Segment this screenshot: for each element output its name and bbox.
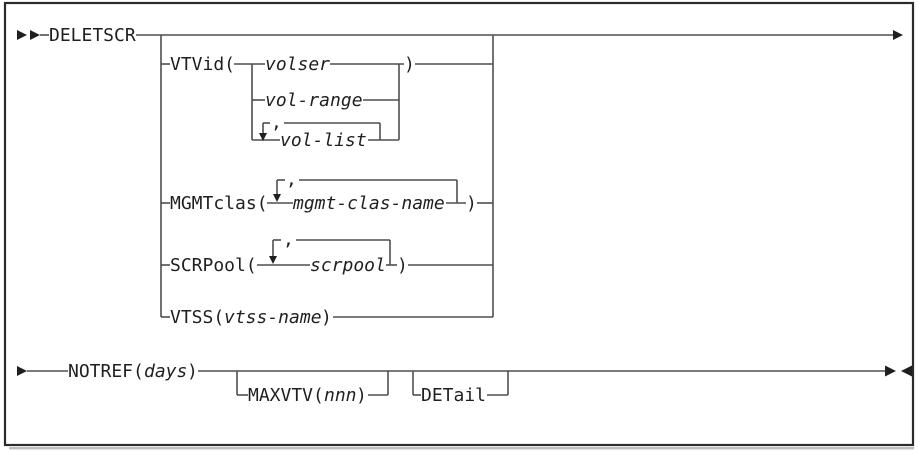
maxvtv-close-paren: ) [356, 385, 367, 406]
diagram-frame-shadow [9, 447, 914, 450]
vtvid-repeat-arrow-icon [259, 133, 267, 141]
vtvid-keyword: VTVid( [170, 54, 235, 75]
scrpool-repeat-arrow-icon [269, 256, 277, 264]
notref-close-paren: ) [187, 361, 198, 382]
vol-range-operand: vol-range [265, 90, 363, 111]
start-arrow-2-icon [30, 30, 40, 40]
detail-option: DETail [412, 371, 509, 406]
line1-continue-arrow-icon [893, 30, 903, 40]
line2-end-arrow-left-icon [901, 365, 912, 377]
line2-end-arrow-right-icon [885, 365, 896, 377]
scrpool-repeat-comma: , [283, 229, 294, 250]
scrpool-close-paren: ) [397, 255, 408, 276]
mgmt-clas-name-operand: mgmt-clas-name [292, 193, 445, 214]
vtvid-option: VTVid( volser ) vol-range vol-list , [161, 54, 493, 151]
start-arrow-1-icon [17, 30, 27, 40]
maxvtv-option: MAXVTV( nnn ) [236, 371, 389, 406]
days-operand: days [144, 361, 187, 382]
volser-operand: volser [265, 54, 330, 75]
main-line-2: NOTREF( days ) MAXVTV( nnn ) DETail [17, 361, 912, 406]
vol-list-operand: vol-list [280, 130, 367, 151]
nnn-operand: nnn [324, 385, 357, 406]
detail-keyword: DETail [421, 385, 486, 406]
notref-keyword: NOTREF( [68, 361, 144, 382]
optional-params-stack: VTVid( volser ) vol-range vol-list , [160, 35, 494, 328]
vtss-keyword: VTSS( [170, 307, 224, 328]
scrpool-keyword: SCRPool( [170, 255, 257, 276]
vtvid-repeat-comma: , [271, 112, 282, 133]
scrpool-operand: scrpool [310, 255, 386, 276]
vtvid-close-paren: ) [404, 54, 415, 75]
line2-continue-arrow-icon [17, 366, 27, 376]
vtss-option: VTSS( vtss-name ) [161, 307, 493, 328]
vtss-close-paren: ) [321, 307, 332, 328]
mgmtclas-option: MGMTclas( , mgmt-clas-name ) [161, 169, 493, 214]
mgmtclas-repeat-arrow-icon [273, 194, 281, 202]
mgmtclas-keyword: MGMTclas( [170, 193, 268, 214]
maxvtv-keyword: MAXVTV( [248, 385, 324, 406]
command-keyword: DELETSCR [49, 25, 136, 46]
vtss-name-operand: vtss-name [224, 307, 322, 328]
main-line-1: DELETSCR [17, 25, 903, 46]
mgmtclas-close-paren: ) [466, 193, 477, 214]
scrpool-option: SCRPool( , scrpool ) [161, 229, 493, 276]
mgmtclas-repeat-comma: , [286, 169, 297, 190]
